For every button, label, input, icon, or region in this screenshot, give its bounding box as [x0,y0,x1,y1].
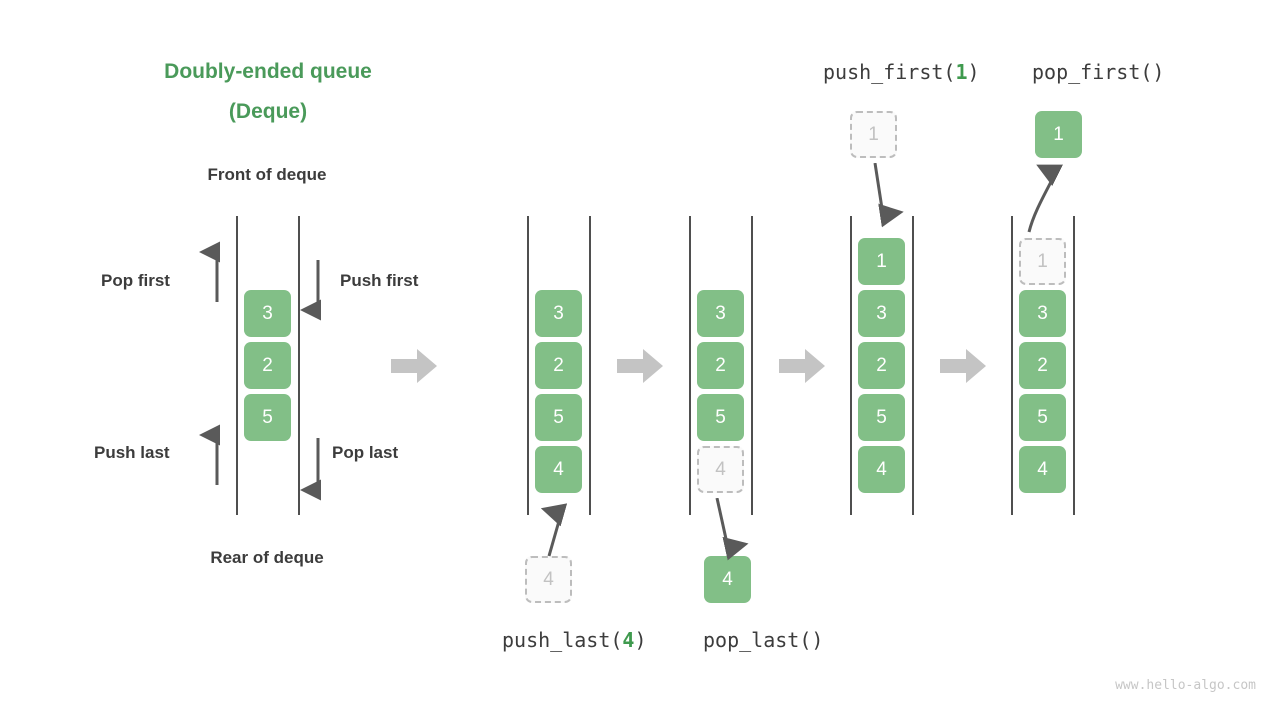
stage-3-box-1: 3 [858,290,905,337]
stage-3-box-3: 5 [858,394,905,441]
stage-4-box-3: 5 [1019,394,1066,441]
op-push-last-label: push_last(4) [502,628,647,652]
op-push-first-arg: 1 [955,60,968,84]
op-push-first-close: ) [967,60,980,84]
op-push-last-arg: 4 [622,628,635,652]
stage-4-box-2: 2 [1019,342,1066,389]
legend-rail-left [236,216,238,515]
stage-4-box-0-ghost: 1 [1019,238,1066,285]
stage-1-detached-box: 4 [525,556,572,603]
flow-arrow-0 [391,349,437,383]
op-pop-first-name: pop_first() [1032,60,1165,84]
stage-2-rail-right [751,216,753,515]
stage-1-insert-arrow [540,503,568,557]
op-push-first-label: push_first(1) [823,60,980,84]
flow-arrow-2 [779,349,825,383]
push-last-label: Push last [94,443,170,462]
stage-3-box-4: 4 [858,446,905,493]
legend-arrows [199,241,321,501]
front-of-deque-label: Front of deque [207,165,327,184]
stage-1-box-3: 4 [535,446,582,493]
flow-arrow-3 [940,349,986,383]
legend-box-1: 2 [244,342,291,389]
pop-last-label: Pop last [332,443,399,462]
stage-4-box-4: 4 [1019,446,1066,493]
op-push-last-name: push_last( [502,628,623,652]
flow-arrow-1 [617,349,663,383]
page-title-line2: (Deque) [228,100,308,123]
legend-box-0: 3 [244,290,291,337]
stage-2-detached-box: 4 [704,556,751,603]
stage-3-box-2: 2 [858,342,905,389]
op-pop-first-label: pop_first() [1032,60,1164,84]
stage-1-rail-right [589,216,591,515]
stage-3-rail-left [850,216,852,515]
page-title-line1: Doubly-ended queue [164,60,372,83]
stage-4-remove-arrow [1027,164,1064,233]
watermark: www.hello-algo.com [1115,678,1256,693]
stage-2-remove-arrow [715,498,749,561]
legend-rail-right [298,216,300,515]
op-push-first-name: push_first( [823,60,956,84]
op-pop-last-label: pop_last() [703,628,823,652]
stage-3-insert-arrow [873,163,904,228]
stage-3-detached-box: 1 [850,111,897,158]
stage-1-rail-left [527,216,529,515]
stage-1-box-0: 3 [535,290,582,337]
stage-4-rail-right [1073,216,1075,515]
pop-first-label: Pop first [101,271,170,290]
stage-1-box-1: 2 [535,342,582,389]
stage-2-rail-left [689,216,691,515]
stage-2-box-1: 2 [697,342,744,389]
stage-2-box-2: 5 [697,394,744,441]
stage-3-box-0: 1 [858,238,905,285]
legend-box-2: 5 [244,394,291,441]
stage-1-box-2: 5 [535,394,582,441]
stage-2-box-0: 3 [697,290,744,337]
stage-4-detached-box: 1 [1035,111,1082,158]
stage-2-box-3-ghost: 4 [697,446,744,493]
stage-4-rail-left [1011,216,1013,515]
rear-of-deque-label: Rear of deque [210,548,324,567]
op-pop-last-name: pop_last() [703,628,824,652]
push-first-label: Push first [340,271,419,290]
stage-3-rail-right [912,216,914,515]
op-push-last-close: ) [634,628,647,652]
stage-4-box-1: 3 [1019,290,1066,337]
